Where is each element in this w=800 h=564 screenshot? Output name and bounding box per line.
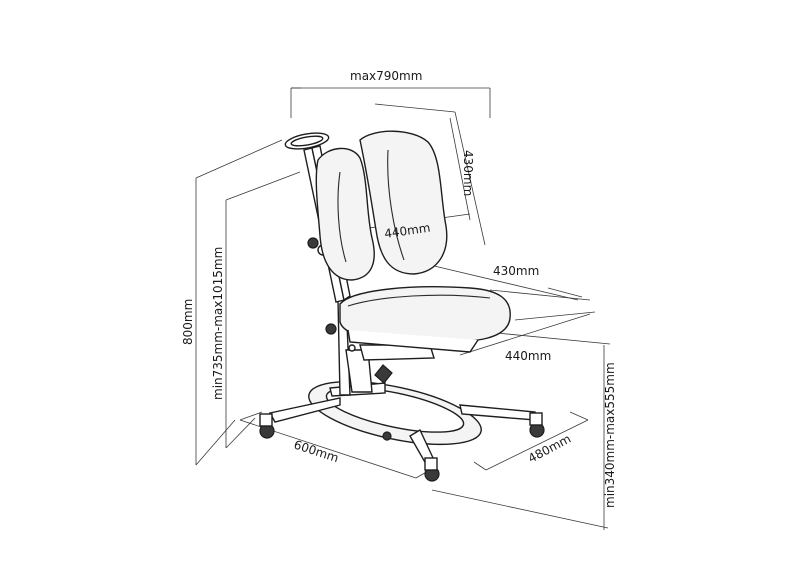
backrest bbox=[315, 130, 448, 281]
seat-width-label: 440mm bbox=[505, 349, 551, 363]
seat-column bbox=[325, 299, 435, 396]
chair-drawing bbox=[259, 130, 545, 482]
max-width-label: max790mm bbox=[350, 69, 422, 83]
adjustable-height-label: min735mm-max1015mm bbox=[211, 247, 225, 400]
seat-depth-label: 430mm bbox=[493, 264, 539, 278]
backrest-height-label: 430mm bbox=[461, 150, 475, 196]
caster-wheels bbox=[259, 412, 545, 482]
backrest-width-label: 440mm bbox=[383, 221, 431, 241]
dimension-labels: max790mm 430mm 440mm 430mm 440mm 800mm m… bbox=[181, 69, 617, 508]
dimension-lines bbox=[195, 87, 611, 530]
total-height-label: 800mm bbox=[181, 299, 195, 345]
base-width-label: 480mm bbox=[526, 432, 573, 466]
seat bbox=[339, 286, 511, 353]
seat-height-label: min340mm-max555mm bbox=[603, 362, 617, 508]
book-holder bbox=[284, 132, 330, 150]
base-length-label: 600mm bbox=[292, 438, 340, 466]
